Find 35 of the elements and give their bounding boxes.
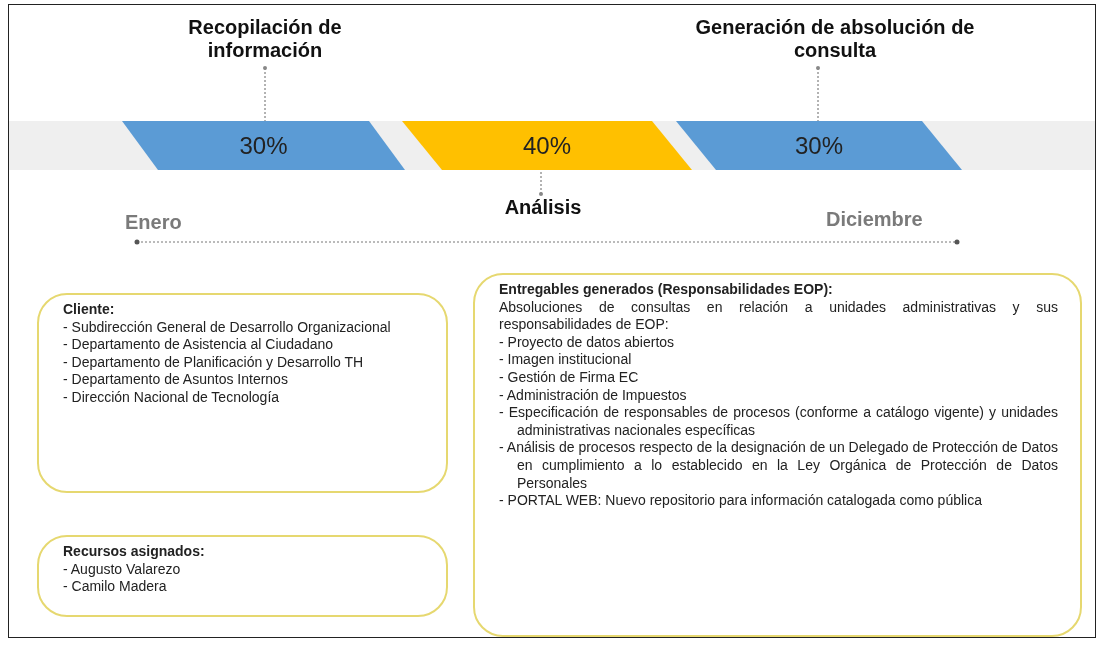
list-item: - Imagen institucional [499, 351, 633, 369]
card-heading: Recursos asignados: [63, 543, 206, 561]
list-item: - Departamento de Planificación y Desarrollo TH [63, 353, 365, 372]
list-item: - Departamento de Asistencia al Ciudadano [63, 336, 335, 354]
phase-title: Análisis [488, 196, 598, 222]
list-item: - Especificación de responsables de procesos (conforme a catálogo vigente) y unidades administrativas nacionales específicas [499, 404, 1058, 440]
list-item: - PORTAL WEB: Nuevo repositorio para información catalogada como pública [499, 492, 983, 510]
phase-title: Recopilación de información [150, 16, 380, 64]
leader-line [263, 66, 267, 122]
percentage-label: 30% [239, 131, 288, 160]
leader-line [816, 66, 820, 122]
list-item: - Administración de Impuestos [499, 386, 688, 405]
progress-segment [402, 121, 692, 170]
leader-line [539, 169, 543, 196]
phase-title: Generación de absolución de consulta [690, 16, 980, 64]
percentage-label: 30% [794, 131, 843, 160]
list-item: - Gestión de Firma EC [499, 368, 640, 387]
info-card [37, 293, 448, 493]
info-card [473, 273, 1082, 637]
card-heading: Cliente: [63, 301, 116, 319]
month-label: Enero [125, 211, 182, 234]
list-item: - Dirección Nacional de Tecnología [63, 388, 281, 407]
card-paragraph: Absoluciones de consultas en relación a unidades administrativas y sus responsabilidades de EOP: [499, 298, 1058, 334]
list-item: - Proyecto de datos abiertos [499, 333, 676, 352]
info-card [37, 535, 448, 617]
list-item: - Subdirección General de Desarrollo Organizacional [63, 318, 392, 337]
list-item: - Departamento de Asuntos Internos [63, 371, 289, 389]
list-item: - Análisis de procesos respecto de la designación de un Delegado de Protección de Datos en cumplimiento a lo establecido en la Ley Orgánica de Protección de Datos Personales [499, 439, 1058, 493]
list-item: - Camilo Madera [63, 578, 168, 596]
month-label: Diciembre [826, 208, 923, 231]
card-heading: Entregables generados (Responsabilidades EOP): [499, 281, 834, 299]
percentage-label: 40% [522, 131, 571, 160]
list-item: - Augusto Valarezo [63, 560, 182, 579]
progress-segment [676, 121, 962, 170]
progress-segment [122, 121, 405, 170]
